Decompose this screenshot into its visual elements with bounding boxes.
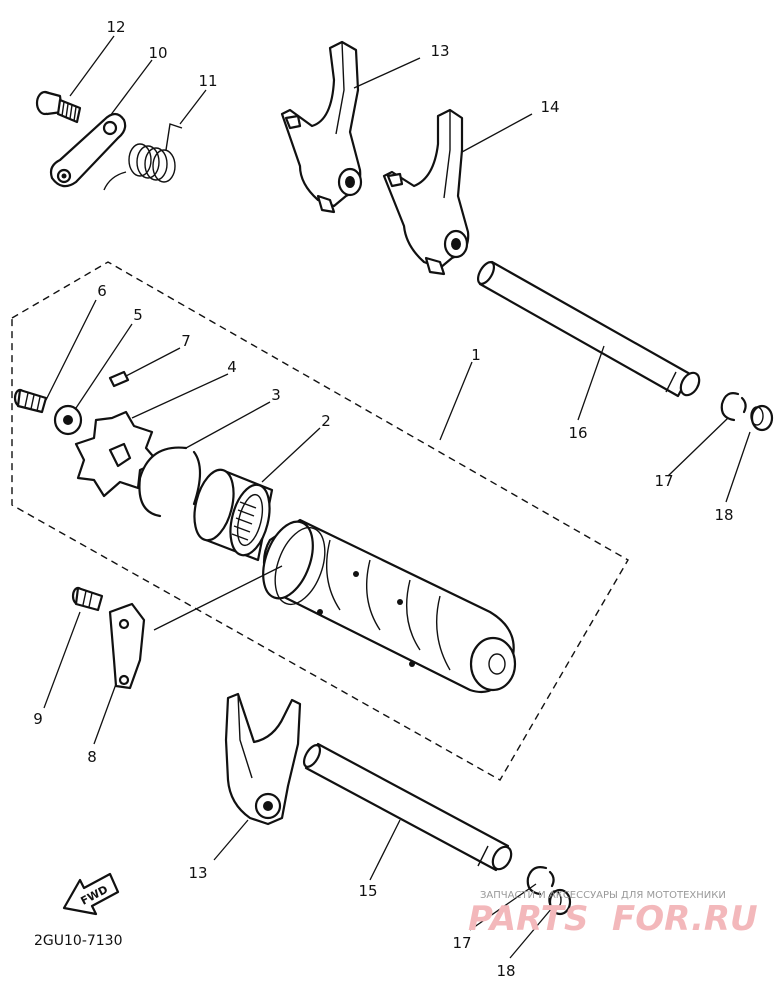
part-18-cap-bottom [548,888,572,916]
part-13-shift-fork-bottom [224,692,302,826]
callouts: 12 10 11 13 14 6 5 7 4 3 2 1 16 17 18 9 … [33,18,733,980]
watermark-brand-left: PARTS [468,899,588,939]
part-7-pin [108,370,130,388]
callout-5: 5 [133,306,143,324]
assembly-outline [11,261,629,781]
part-10-stopper-lever [49,112,127,188]
part-18-cap-top [750,404,774,432]
part-6-screw [13,388,48,414]
callout-14: 14 [540,98,559,116]
callout-4: 4 [227,358,237,376]
callout-16: 16 [568,424,587,442]
callout-6: 6 [97,282,107,300]
callout-13-top: 13 [430,42,449,60]
part-16-guide-bar [476,260,701,398]
watermark-brand-right: FOR.RU [612,899,758,939]
shift-drum [262,518,517,694]
callout-3: 3 [271,386,281,404]
callout-17-top: 17 [654,472,673,490]
part-12-bolt [35,90,82,124]
part-14-shift-fork [382,108,470,276]
callout-15: 15 [358,882,377,900]
callout-11: 11 [198,72,217,90]
part-17-circlip-bottom [526,866,555,896]
part-8-plate [108,602,146,690]
part-15-guide-bar [302,742,513,872]
callout-7: 7 [181,332,191,350]
watermark: ЗАПЧАСТИ И АКСЕССУАРЫ ДЛЯ МОТОТЕХНИКИ PA… [468,890,758,939]
callout-8: 8 [87,748,97,766]
callout-1: 1 [471,346,481,364]
drawing-code: 2GU10-7130 [34,933,123,949]
callout-17-bottom: 17 [452,934,471,952]
callout-2: 2 [321,412,331,430]
part-9-screw [71,586,104,612]
watermark-subtitle: ЗАПЧАСТИ И АКСЕССУАРЫ ДЛЯ МОТОТЕХНИКИ [480,890,726,901]
part-11-spring [103,123,183,191]
part-13-shift-fork-top [280,40,363,214]
part-17-circlip-top [720,392,747,422]
part-2-bearing [193,468,274,562]
part-5-washer [53,404,83,436]
part-4-segment [74,410,160,498]
callout-18-top: 18 [714,506,733,524]
callout-12: 12 [106,18,125,36]
callout-13-bottom: 13 [188,864,207,882]
part-3-circlip [138,446,202,518]
fwd-arrow: FWD [62,872,120,916]
callout-18-bottom: 18 [496,962,515,980]
callout-9: 9 [33,710,43,728]
callout-10: 10 [148,44,167,62]
leader-lines [43,35,751,959]
